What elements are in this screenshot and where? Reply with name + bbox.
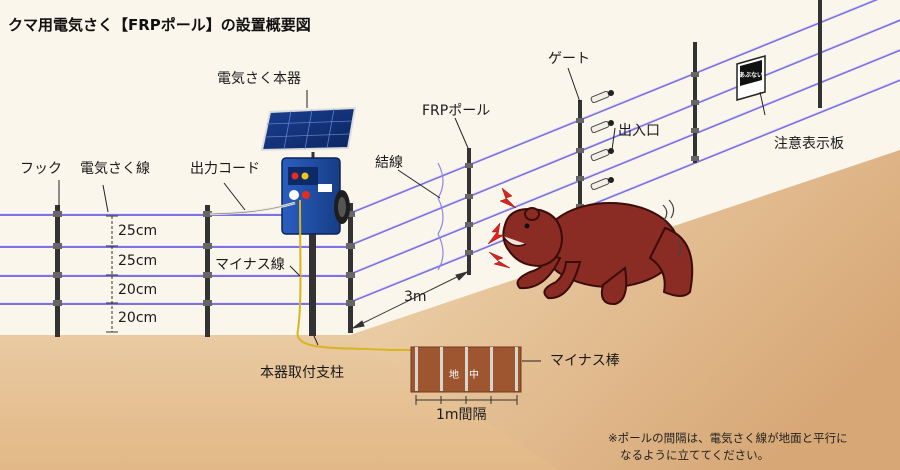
gate-label: ゲート xyxy=(548,51,590,67)
note-line-2: なるように立ててください。 xyxy=(620,447,770,462)
warning-sign xyxy=(736,55,766,101)
note-line-1: ※ポールの間隔は、電気さく線が地面と平行に xyxy=(608,431,848,445)
pole-recede-1 xyxy=(467,148,471,275)
height-dimensions xyxy=(106,215,118,333)
front-poles xyxy=(53,203,355,337)
minus-rod-label: マイナス棒 xyxy=(550,353,620,369)
output-cord-label: 出力コード xyxy=(190,161,260,177)
mount-post xyxy=(309,218,316,336)
ground-text-left: 地 xyxy=(449,370,459,381)
leader-lines xyxy=(58,67,766,362)
minus-rods xyxy=(410,346,522,393)
sign-text: あぶない xyxy=(739,72,764,79)
gate-handles xyxy=(590,90,614,191)
frp-pole-label: FRPポール xyxy=(422,103,491,119)
wire-perspective-4 xyxy=(349,78,900,304)
controller-label: 電気さく本器 xyxy=(217,71,301,87)
fence-wires-front xyxy=(0,213,352,305)
ground-text-right: 中 xyxy=(469,370,479,381)
bear-illustration xyxy=(502,202,694,306)
pole-recede-2 xyxy=(578,100,582,234)
wire-label: 電気さく線 xyxy=(80,161,150,177)
wire-perspective-1 xyxy=(349,0,879,215)
dimension-1m xyxy=(415,395,518,405)
pole-front-2 xyxy=(205,205,210,337)
wire-height-3: 20cm xyxy=(118,282,158,298)
tie-brackets xyxy=(437,162,444,271)
dimension-3m xyxy=(352,271,469,329)
controller-unit xyxy=(260,106,357,336)
entrance-label: 出入口 xyxy=(618,123,660,139)
wire-front-2 xyxy=(0,245,352,248)
rod-spacing-label: 1m間隔 xyxy=(436,407,487,423)
pole-recede-4 xyxy=(818,0,822,108)
minus-wire-label: マイナス線 xyxy=(215,257,285,273)
mount-post-label: 本器取付支柱 xyxy=(260,365,344,381)
hook-label: フック xyxy=(20,161,62,177)
installation-note: ※ポールの間隔は、電気さく線が地面と平行に なるように立ててください。 xyxy=(608,430,848,463)
pole-front-3 xyxy=(348,203,353,333)
minus-wire-path xyxy=(296,199,520,351)
wire-front-3 xyxy=(0,274,352,277)
pole-front-1 xyxy=(55,205,60,337)
wire-front-1 xyxy=(0,213,352,216)
wire-front-4 xyxy=(0,302,352,305)
wire-height-2: 25cm xyxy=(118,253,158,269)
pole-spacing-label: 3m xyxy=(404,289,427,305)
tie-label: 結線 xyxy=(375,155,403,171)
shock-lightning xyxy=(487,187,517,269)
wire-height-1: 25cm xyxy=(118,223,158,239)
page-title: クマ用電気さく【FRPポール】の設置概要図 xyxy=(8,16,311,34)
warning-sign-label: 注意表示板 xyxy=(774,136,844,152)
wire-height-4: 20cm xyxy=(118,310,158,326)
wire-perspective-3 xyxy=(349,48,900,276)
bear-mouth xyxy=(502,235,527,247)
